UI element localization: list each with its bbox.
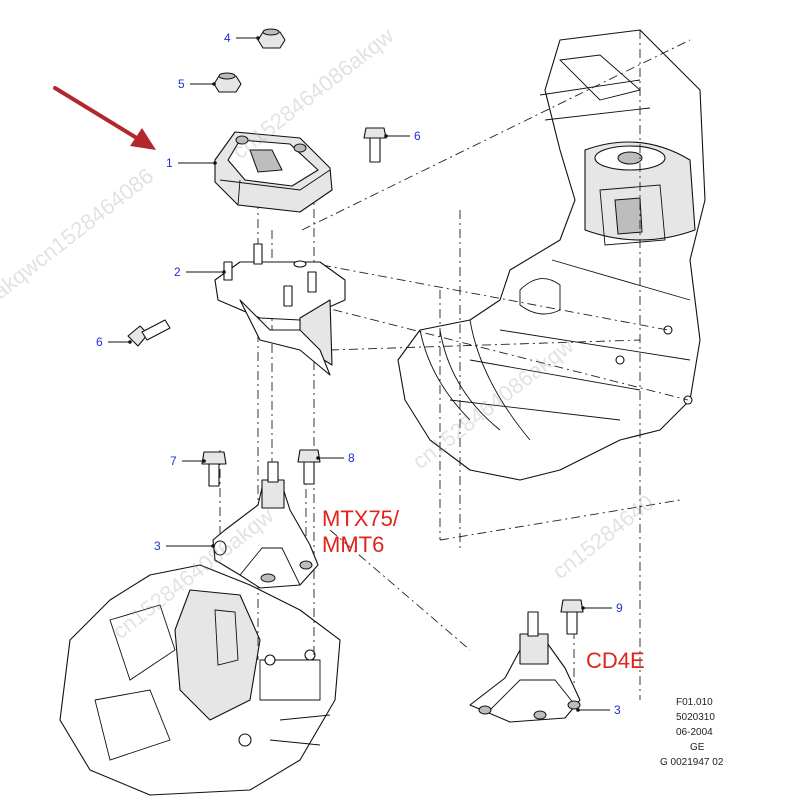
reference-illustration-id: G 0021947 02 — [660, 757, 724, 768]
callout-7: 7 — [170, 454, 177, 468]
variant-labels: MTX75/ MMT6 CD4E — [322, 506, 645, 673]
reference-date: 06-2004 — [676, 727, 713, 738]
callout-5: 5 — [178, 77, 185, 91]
watermark-text: cn15284640 — [548, 490, 659, 584]
callout-4: 4 — [224, 31, 231, 45]
variant-label-cd4e: CD4E — [586, 648, 645, 673]
callout-3-mtx75: 3 — [154, 539, 161, 553]
callout-6-upper: 6 — [414, 129, 421, 143]
mount-bracket-part — [214, 243, 346, 376]
transmission-housing — [59, 564, 341, 796]
callout-numbers: 1 2 3 3 4 5 6 6 7 8 9 — [96, 31, 623, 717]
bolt-part-8 — [297, 449, 321, 485]
callout-6-lower: 6 — [96, 335, 103, 349]
pointer-arrow-icon — [53, 86, 156, 150]
callout-3-cd4e: 3 — [614, 703, 621, 717]
callout-8: 8 — [348, 451, 355, 465]
vehicle-body-structure — [397, 29, 706, 481]
callout-leader-lines — [108, 36, 612, 712]
bolt-part-7 — [201, 451, 227, 487]
engine-mount-upper-part — [214, 131, 333, 213]
bolt-part-6-lower — [127, 319, 171, 347]
variant-label-mtx75-line1: MTX75/ — [322, 506, 400, 531]
callout-1: 1 — [166, 156, 173, 170]
bolt-part-6-upper — [363, 127, 387, 163]
nut-part-5 — [213, 72, 242, 93]
bolt-part-9 — [560, 599, 584, 635]
reference-block: F01.010 5020310 06-2004 GE G 0021947 02 — [660, 697, 724, 768]
callout-9: 9 — [616, 601, 623, 615]
transmission-mount-cd4e-part — [469, 611, 581, 723]
nut-part-4 — [257, 28, 286, 49]
transmission-mount-mtx75-part — [212, 461, 319, 589]
reference-language: GE — [690, 742, 705, 753]
reference-code-2: 5020310 — [676, 712, 715, 723]
variant-label-mtx75-line2: MMT6 — [322, 532, 384, 557]
reference-code-1: F01.010 — [676, 697, 713, 708]
watermark-text: akqwcn1528464086 — [0, 163, 158, 304]
callout-2: 2 — [174, 265, 181, 279]
